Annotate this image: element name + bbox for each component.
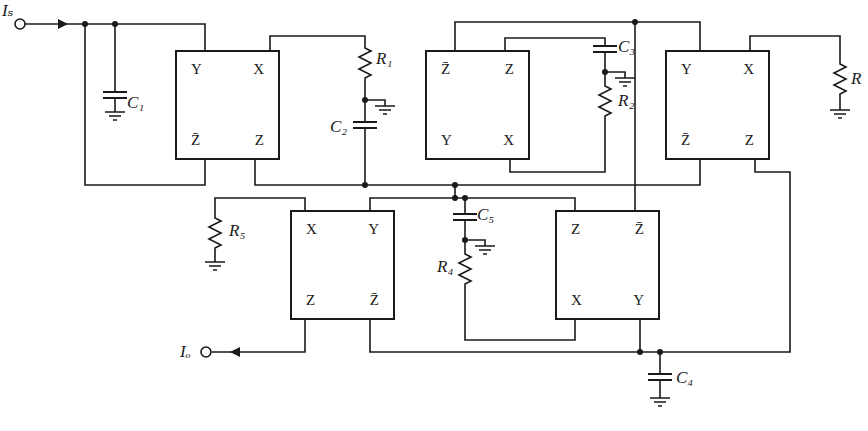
capacitor-symbol [593, 46, 617, 52]
ground-symbol [830, 110, 850, 118]
junction-dots [82, 19, 663, 355]
terminal-name: Z [505, 62, 514, 77]
current-conveyor-block: Z Z̄ X Y [555, 210, 660, 320]
component-label: C₄ [676, 369, 693, 386]
current-conveyor-block: Z̄ Z Y X [425, 50, 530, 160]
terminal-name: X [253, 62, 264, 77]
ground-symbol [105, 112, 125, 120]
ground-symbol [650, 398, 670, 406]
current-conveyor-block: Y X Z̄ Z [665, 50, 770, 160]
terminal-name: Z [745, 133, 754, 148]
resistor-symbol [359, 42, 371, 82]
terminal-name: X [571, 293, 582, 308]
ground-symbol [205, 262, 225, 270]
current-conveyor-block: X Y Z Z̄ [290, 210, 395, 320]
component-label: C₃ [618, 38, 635, 55]
terminal-name: X [306, 222, 317, 237]
component-label: C₂ [330, 118, 347, 135]
component-label: C₁ [127, 94, 144, 111]
terminal-name: Z [255, 133, 264, 148]
terminal-name: Y [191, 62, 202, 77]
component-label: C₅ [477, 206, 494, 223]
resistor-symbol [459, 248, 471, 288]
current-conveyor-block: Y X Z̄ Z [175, 50, 280, 160]
capacitor-symbol [103, 92, 127, 98]
terminal-name: Z [571, 222, 580, 237]
component-label: R [851, 70, 861, 87]
terminal-name: Y [441, 133, 452, 148]
components [103, 42, 850, 406]
component-label: R₂ [618, 92, 634, 109]
capacitor-symbol [353, 122, 377, 128]
ground-symbol [615, 78, 635, 86]
terminal-name: Z [306, 293, 315, 308]
resistor-symbol [599, 80, 611, 120]
capacitor-symbol [648, 374, 672, 380]
resistor-symbol [209, 212, 221, 252]
ground-symbol [375, 106, 395, 114]
terminal-name: X [503, 133, 514, 148]
terminal-name: Z̄ [191, 133, 200, 148]
terminal-name: X [743, 62, 754, 77]
terminal-name: Z̄ [681, 133, 690, 148]
component-label: R₁ [376, 50, 392, 67]
component-label: R₅ [229, 222, 245, 239]
wires [25, 22, 840, 398]
component-label: Iₛ [2, 2, 13, 19]
capacitor-symbol [453, 214, 477, 220]
terminal-name: Z̄ [370, 293, 379, 308]
terminal-name: Z̄ [441, 62, 450, 77]
terminal-name: Z̄ [635, 222, 644, 237]
component-label: Iₒ [180, 343, 191, 360]
terminal-name: Y [368, 222, 379, 237]
ground-symbol [475, 246, 495, 254]
resistor-symbol [834, 58, 846, 98]
terminal-name: Y [681, 62, 692, 77]
terminal-name: Y [633, 293, 644, 308]
component-label: R₄ [437, 258, 453, 275]
